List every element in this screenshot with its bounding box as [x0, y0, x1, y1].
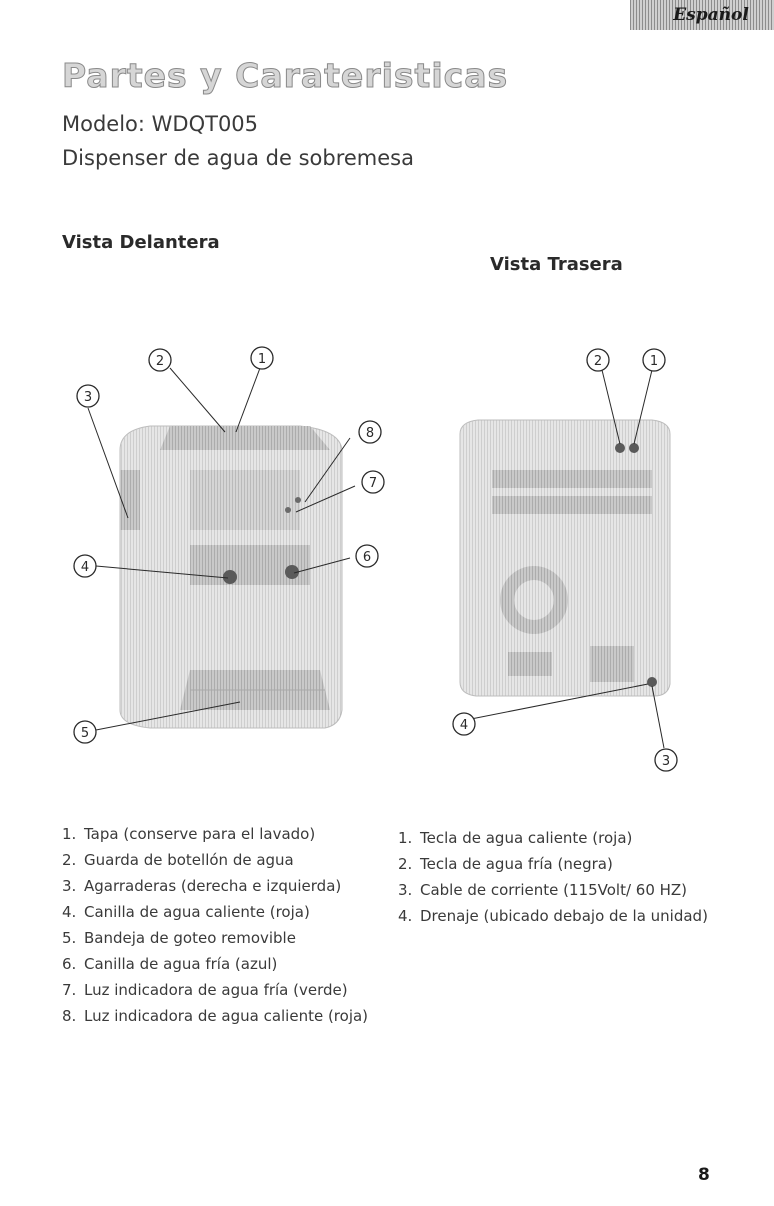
callout-1: 1 [643, 349, 665, 371]
dispenser-front-body [120, 426, 342, 728]
svg-text:4: 4 [81, 560, 89, 575]
list-item: 7.Luz indicadora de agua fría (verde) [62, 980, 382, 1000]
language-tab: Español [630, 0, 774, 30]
callout-4: 4 [74, 555, 96, 577]
list-item: 4.Canilla de agua caliente (roja) [62, 902, 382, 922]
svg-text:1: 1 [258, 352, 266, 367]
callout-3: 3 [655, 749, 677, 771]
callout-1: 1 [251, 347, 273, 369]
svg-text:6: 6 [363, 550, 371, 565]
callout-8: 8 [359, 421, 381, 443]
page-title: Partes y Carateristicas [62, 56, 508, 95]
front-parts-list: 1.Tapa (conserve para el lavado) 2.Guard… [62, 824, 382, 1032]
svg-text:2: 2 [594, 354, 602, 369]
rear-parts-list: 1.Tecla de agua caliente (roja) 2.Tecla … [398, 828, 718, 932]
list-item: 2.Guarda de botellón de agua [62, 850, 382, 870]
callout-2: 2 [149, 349, 171, 371]
callout-5: 5 [74, 721, 96, 743]
front-view-illustration: 2 1 3 8 7 6 4 5 [40, 330, 400, 750]
svg-text:7: 7 [369, 476, 377, 491]
svg-text:5: 5 [81, 726, 89, 741]
svg-text:2: 2 [156, 354, 164, 369]
list-item: 5.Bandeja de goteo removible [62, 928, 382, 948]
callout-6: 6 [356, 545, 378, 567]
list-item: 1.Tapa (conserve para el lavado) [62, 824, 382, 844]
rear-view-illustration: 2 1 4 3 [430, 330, 700, 790]
svg-text:1: 1 [650, 354, 658, 369]
svg-text:8: 8 [366, 426, 374, 441]
svg-text:4: 4 [460, 718, 468, 733]
list-item: 4.Drenaje (ubicado debajo de la unidad) [398, 906, 718, 926]
list-item: 3.Agarraderas (derecha e izquierda) [62, 876, 382, 896]
front-view-heading: Vista Delantera [62, 232, 220, 253]
model-number: Modelo: WDQT005 [62, 112, 258, 136]
page-number: 8 [698, 1165, 710, 1185]
callout-7: 7 [362, 471, 384, 493]
list-item: 6.Canilla de agua fría (azul) [62, 954, 382, 974]
product-description: Dispenser de agua de sobremesa [62, 146, 414, 170]
list-item: 8.Luz indicadora de agua caliente (roja) [62, 1006, 382, 1026]
callout-4: 4 [453, 713, 475, 735]
callout-3: 3 [77, 385, 99, 407]
callout-2: 2 [587, 349, 609, 371]
svg-text:3: 3 [662, 754, 670, 769]
list-item: 2.Tecla de agua fría (negra) [398, 854, 718, 874]
list-item: 3.Cable de corriente (115Volt/ 60 HZ) [398, 880, 718, 900]
dispenser-rear-body [460, 420, 670, 696]
list-item: 1.Tecla de agua caliente (roja) [398, 828, 718, 848]
rear-view-heading: Vista Trasera [490, 254, 623, 275]
svg-text:3: 3 [84, 390, 92, 405]
